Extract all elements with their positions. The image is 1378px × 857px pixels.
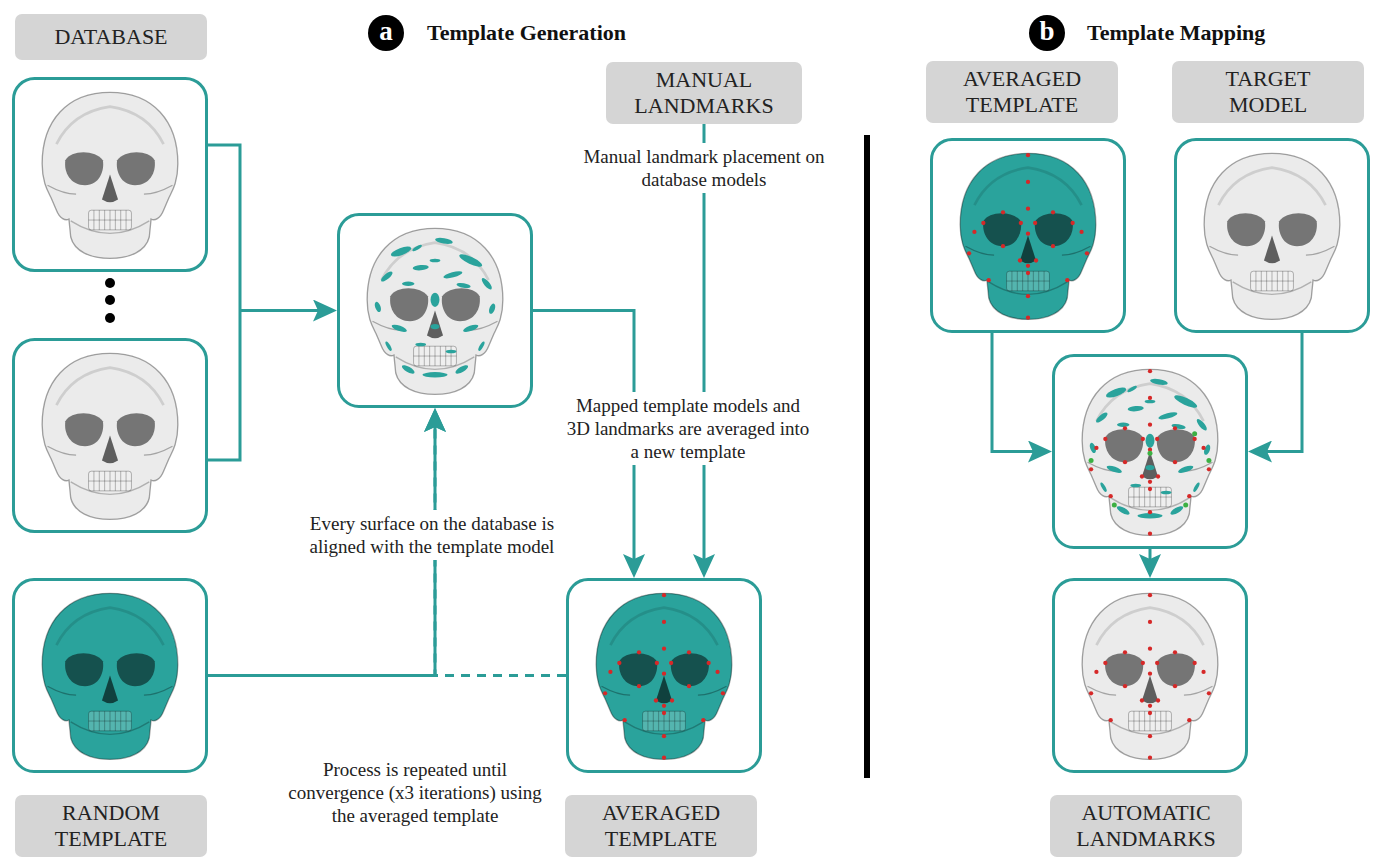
model-panel (1052, 354, 1248, 549)
annotation-box: Every surface on the database is aligned… (282, 510, 582, 560)
model-panel: TARGET MODEL (1174, 138, 1370, 333)
ellipsis-dot (105, 313, 115, 323)
skull-model (1082, 369, 1218, 535)
model-panel: AUTOMATIC LANDMARKS (1052, 578, 1248, 773)
panel-divider (864, 135, 870, 778)
skull-model (1082, 593, 1218, 759)
landmark-set (1089, 593, 1211, 760)
flow-arrow (992, 333, 1048, 452)
skull-model (367, 228, 503, 394)
landmark-set (967, 153, 1089, 320)
heading-label: AUTOMATIC LANDMARKS (1068, 800, 1224, 852)
flow-arrow (1252, 333, 1302, 452)
skull-template (960, 153, 1096, 319)
annotation: Mapped template models and 3D landmarks … (563, 392, 813, 465)
annotation: Every surface on the database is aligned… (282, 510, 582, 560)
skull-template (596, 593, 732, 759)
heading-pill: DATABASE (15, 14, 207, 60)
ellipsis-dot (105, 278, 115, 288)
model-panel: AVERAGED TEMPLATE (930, 138, 1126, 333)
panel-letter: b (1039, 18, 1054, 45)
heading-label: AVERAGED TEMPLATE (944, 66, 1100, 118)
heading-pill: AUTOMATIC LANDMARKS (1050, 795, 1242, 857)
pill-label: MANUAL LANDMARKS (624, 67, 784, 119)
heading-pill: AVERAGED TEMPLATE (926, 61, 1118, 123)
match-set (1089, 431, 1212, 507)
skull-template (42, 593, 178, 759)
label-pill: MANUAL LANDMARKS (606, 62, 802, 124)
heading-pill: TARGET MODEL (1172, 61, 1364, 123)
panel-title: Template Generation (427, 19, 626, 47)
heading-pill: RANDOM TEMPLATE (15, 795, 207, 857)
heading-label: TARGET MODEL (1190, 66, 1346, 118)
merge-bracket (208, 145, 240, 460)
annotation-box: Manual landmark placement on database mo… (579, 143, 829, 193)
model-frame (14, 340, 207, 532)
heading-pill: AVERAGED TEMPLATE (565, 795, 757, 857)
connectors (208, 124, 1302, 676)
flow-arrow (1149, 549, 1152, 574)
panel-title-box: Template Generation (427, 19, 626, 47)
skull-model (42, 353, 178, 519)
skull-patches (374, 237, 497, 378)
skull-model (1204, 153, 1340, 319)
landmark-set (603, 593, 725, 760)
panel-title: Template Mapping (1087, 19, 1265, 47)
panel-title-box: Template Mapping (1087, 19, 1265, 47)
heading-label: RANDOM TEMPLATE (33, 800, 189, 852)
heading-label: DATABASE (33, 24, 189, 50)
annotation-box: Mapped template models and 3D landmarks … (563, 392, 813, 465)
panel-letter-box: a (368, 15, 404, 51)
panel-letter: a (379, 18, 393, 45)
annotation: Manual landmark placement on database mo… (579, 143, 829, 193)
flow-arrow (240, 309, 333, 312)
model-panel (337, 213, 533, 408)
annotation-box: Process is repeated until convergence (x… (280, 756, 550, 829)
model-frame (14, 79, 207, 271)
annotation: Process is repeated until convergence (x… (280, 756, 550, 829)
model-panel: RANDOM TEMPLATE (12, 578, 208, 773)
database-group: DATABASE (12, 77, 240, 531)
model-panel: AVERAGED TEMPLATE (566, 578, 762, 773)
ellipsis-dot (105, 295, 115, 305)
panel-letter-box: b (1029, 15, 1065, 51)
skull-model (42, 92, 178, 258)
heading-label: AVERAGED TEMPLATE (583, 800, 739, 852)
landmark-set (1089, 369, 1211, 536)
